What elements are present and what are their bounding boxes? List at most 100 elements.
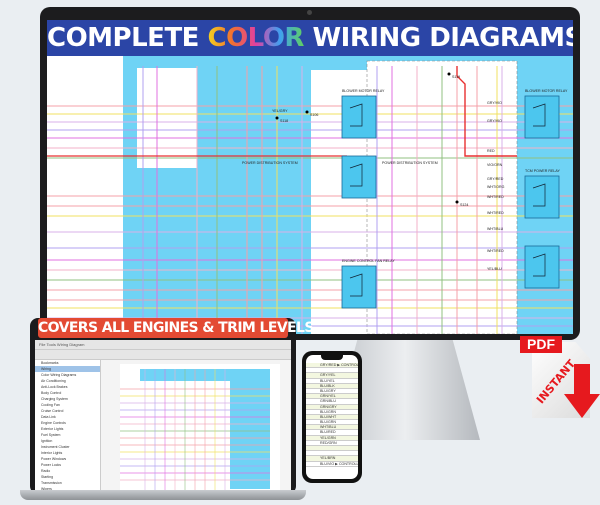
wire-label: RED <box>487 149 495 153</box>
tree-item[interactable]: Color Wiring Diagrams <box>41 373 77 377</box>
tree-item[interactable]: Body Control <box>41 391 62 395</box>
tree-item[interactable]: Air Conditioning <box>41 379 66 383</box>
connector-row: YEL/GRN <box>306 435 358 441</box>
relay-icon <box>524 95 560 139</box>
tree-item[interactable]: Transmission <box>41 481 62 485</box>
relay-icon <box>524 245 560 289</box>
phone-screen: GRY/RED ▶ CONTROLLER AREAGRY/YELBLU/YELB… <box>306 355 358 479</box>
tree-item[interactable]: Instrument Cluster <box>41 445 70 449</box>
connector-row: GRN/YEL <box>306 394 358 400</box>
splice-label: S119 <box>452 75 460 79</box>
relay-switch <box>349 273 363 297</box>
tree-item[interactable]: Charging System <box>41 397 68 401</box>
connector-row: BLU/GRN <box>306 420 358 426</box>
tree-item[interactable]: Wiring <box>35 366 100 372</box>
component-label: BLOWER MOTOR RELAY <box>525 89 568 93</box>
splice-dot <box>447 72 451 76</box>
camera-icon <box>307 10 312 15</box>
connector-row: BLU/GRN <box>306 409 358 415</box>
wire-label: WHT/RED <box>487 211 504 215</box>
relay-switch <box>532 253 546 277</box>
connector-row <box>306 368 358 374</box>
component-label: ENGINE CONTROL FAN RELAY <box>342 259 395 263</box>
component-label: POWER DISTRIBUTION SYSTEM <box>242 161 298 165</box>
diagram-panel <box>230 369 270 489</box>
tree-item[interactable]: Data Link <box>41 415 56 419</box>
connector-row: GRY/RED ▶ CONTROLLER AREA <box>306 363 358 369</box>
phone-notch <box>321 355 343 360</box>
connector-row: BLU/VIO ▶ CONTROLLER AREA <box>306 461 358 467</box>
connector-row: GRN/GRY <box>306 404 358 410</box>
wire-label: GRY/RED <box>487 177 504 181</box>
monitor: COMPLETE COLOR WIRING DIAGRAMS BLOWER MO… <box>40 7 580 340</box>
tree-item[interactable]: Power Windows <box>41 457 67 461</box>
tree-item[interactable]: Exterior Lights <box>41 427 64 431</box>
connector-row: BLU/RED <box>306 430 358 436</box>
wire-label: WHT/ORG <box>487 185 505 189</box>
callout-label: ▶ CONTROLLER AREA <box>335 461 358 466</box>
component-label: TCM POWER RELAY <box>525 169 560 173</box>
wire-label: WHT/RED <box>487 249 504 253</box>
app-toolbar[interactable]: File Tools Wiring Diagram <box>35 340 291 350</box>
splice-dot <box>275 116 279 120</box>
relay-switch <box>532 183 546 207</box>
relay-icon <box>341 155 377 199</box>
coverage-banner: COVERS ALL ENGINES & TRIM LEVELS <box>38 318 314 338</box>
phone: GRY/RED ▶ CONTROLLER AREAGRY/YELBLU/YELB… <box>302 351 362 483</box>
connector-row: YEL/BRN <box>306 456 358 462</box>
splice-dot <box>305 110 309 114</box>
tree-item[interactable]: Power Locks <box>41 463 62 467</box>
pdf-download-badge: PDF INSTANT <box>512 330 600 420</box>
wire-label: WHT/RED <box>487 195 504 199</box>
tree-item[interactable]: Starting <box>41 475 54 479</box>
connector-row <box>306 451 358 457</box>
connector-row: BLU/WHT <box>306 414 358 421</box>
connector-row <box>306 446 358 452</box>
connector-row: WHT/BLU <box>306 425 358 431</box>
tree-item[interactable]: Ignition <box>41 439 53 443</box>
headline-part: WIRING DIAGRAMS <box>303 23 574 53</box>
tree-item[interactable]: Fuel System <box>41 433 61 437</box>
app-iconbar <box>35 350 291 360</box>
headline-color-word: COLOR <box>207 23 305 53</box>
wiring-diagram: BLOWER MOTOR RELAY TCM POWER RELAY BLOWER … <box>47 56 573 334</box>
diagram-box <box>137 68 197 168</box>
relay-icon <box>524 175 560 219</box>
wire-label: WHT/BLU <box>487 227 504 231</box>
tree-item[interactable]: Anti-Lock Brakes <box>41 385 68 389</box>
headline-part: COMPLETE <box>47 23 208 53</box>
component-label: BLOWER MOTOR RELAY <box>342 89 385 93</box>
tree-item[interactable]: Engine Controls <box>41 421 66 425</box>
tree-item[interactable]: Radio <box>41 469 51 473</box>
laptop-wiring-diagram <box>120 364 280 490</box>
tree-item[interactable]: Cooling Fan <box>41 403 60 407</box>
headline-banner: COMPLETE COLOR WIRING DIAGRAMS <box>47 20 573 56</box>
connector-row: GRY/YEL <box>306 373 358 379</box>
relay-icon <box>341 95 377 139</box>
relay-icon <box>341 265 377 309</box>
tree-item[interactable]: Interior Lights <box>41 451 63 455</box>
wire-label: GRY/VIO <box>487 101 502 105</box>
connector-row: RED/GRN <box>306 440 358 446</box>
tree-item[interactable]: Cruise Control <box>41 409 64 413</box>
splice-label: S106 <box>310 113 318 117</box>
splice-label: S118 <box>280 119 288 123</box>
splice-label: S124 <box>460 203 468 207</box>
laptop-base <box>20 490 306 500</box>
connector-row: BLU/YEL <box>306 378 358 384</box>
splice-dot <box>455 200 459 204</box>
wire-label: GRY/VIO <box>487 119 502 123</box>
relay-switch <box>349 163 363 187</box>
connector-row: BLU/GRY <box>306 388 358 395</box>
pdf-label: PDF <box>520 336 562 353</box>
callout-label: ▶ CONTROLLER AREA <box>337 363 358 367</box>
monitor-screen: COMPLETE COLOR WIRING DIAGRAMS BLOWER MO… <box>47 20 573 334</box>
connector-row: BLU/BLK <box>306 383 358 389</box>
relay-switch <box>349 103 363 127</box>
tree-item[interactable]: Wipers <box>41 487 52 490</box>
tree-item[interactable]: Bookmarks <box>41 361 59 365</box>
wire-red <box>456 66 517 157</box>
